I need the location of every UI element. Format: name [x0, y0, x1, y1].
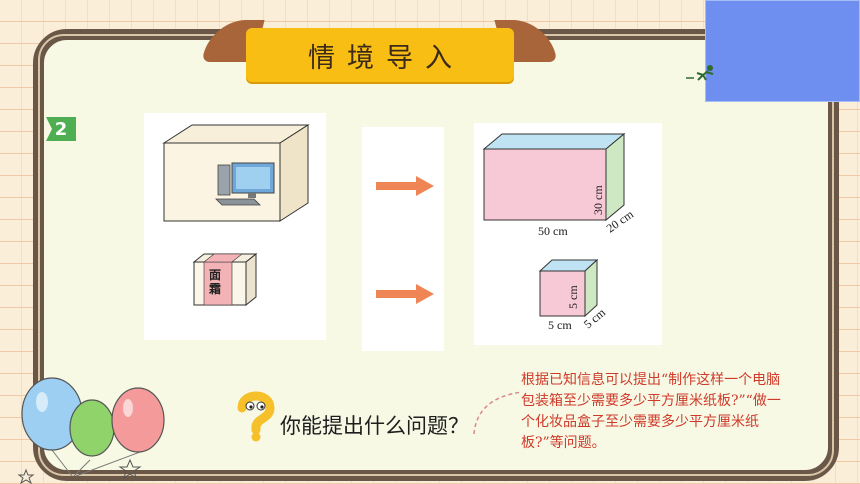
- small-length-label: 5 cm: [548, 318, 572, 332]
- star-icon: [17, 468, 35, 484]
- large-cuboid-diagram: [482, 132, 626, 222]
- page-title: 情境导入: [308, 42, 464, 74]
- arrow-right-icon: [376, 176, 434, 196]
- cream-box-label: 面霜: [209, 268, 222, 296]
- large-height-label: 30 cm: [591, 185, 605, 215]
- small-cuboid-diagram: [538, 258, 599, 318]
- runner-icon: [686, 65, 714, 81]
- small-height-label: 5 cm: [566, 285, 580, 309]
- prompt-question: 你能提出什么问题？: [280, 414, 469, 438]
- computer-box-illustration: [162, 124, 310, 222]
- balloon-green-icon: [69, 399, 115, 457]
- title-banner: 情境导入: [246, 28, 514, 82]
- dashed-callout-line: [473, 391, 523, 435]
- arrow-right-icon: [376, 284, 434, 304]
- arrows-card: [362, 127, 444, 351]
- balloon-pink-icon: [111, 387, 165, 453]
- blue-panel: [705, 0, 860, 102]
- balloons-decoration: [17, 377, 165, 484]
- question-mark-character-icon: [237, 391, 275, 442]
- diagrams-card: 50 cm 30 cm 20 cm 5 cm 5 cm 5 cm: [474, 123, 662, 345]
- small-width-label: 5 cm: [581, 305, 609, 331]
- large-length-label: 50 cm: [538, 224, 568, 238]
- cream-box-illustration: [192, 252, 258, 307]
- objects-card: 面霜: [144, 113, 326, 340]
- dimension-labels: 50 cm 30 cm 20 cm 5 cm 5 cm 5 cm: [538, 185, 637, 332]
- star-icon: [118, 458, 142, 480]
- hint-answer-text: 根据已知信息可以提出“制作这样一个电脑包装箱至少需要多少平方厘米纸板?”“做一个…: [521, 372, 781, 451]
- computer-icon: [215, 162, 275, 206]
- large-width-label: 20 cm: [604, 207, 637, 236]
